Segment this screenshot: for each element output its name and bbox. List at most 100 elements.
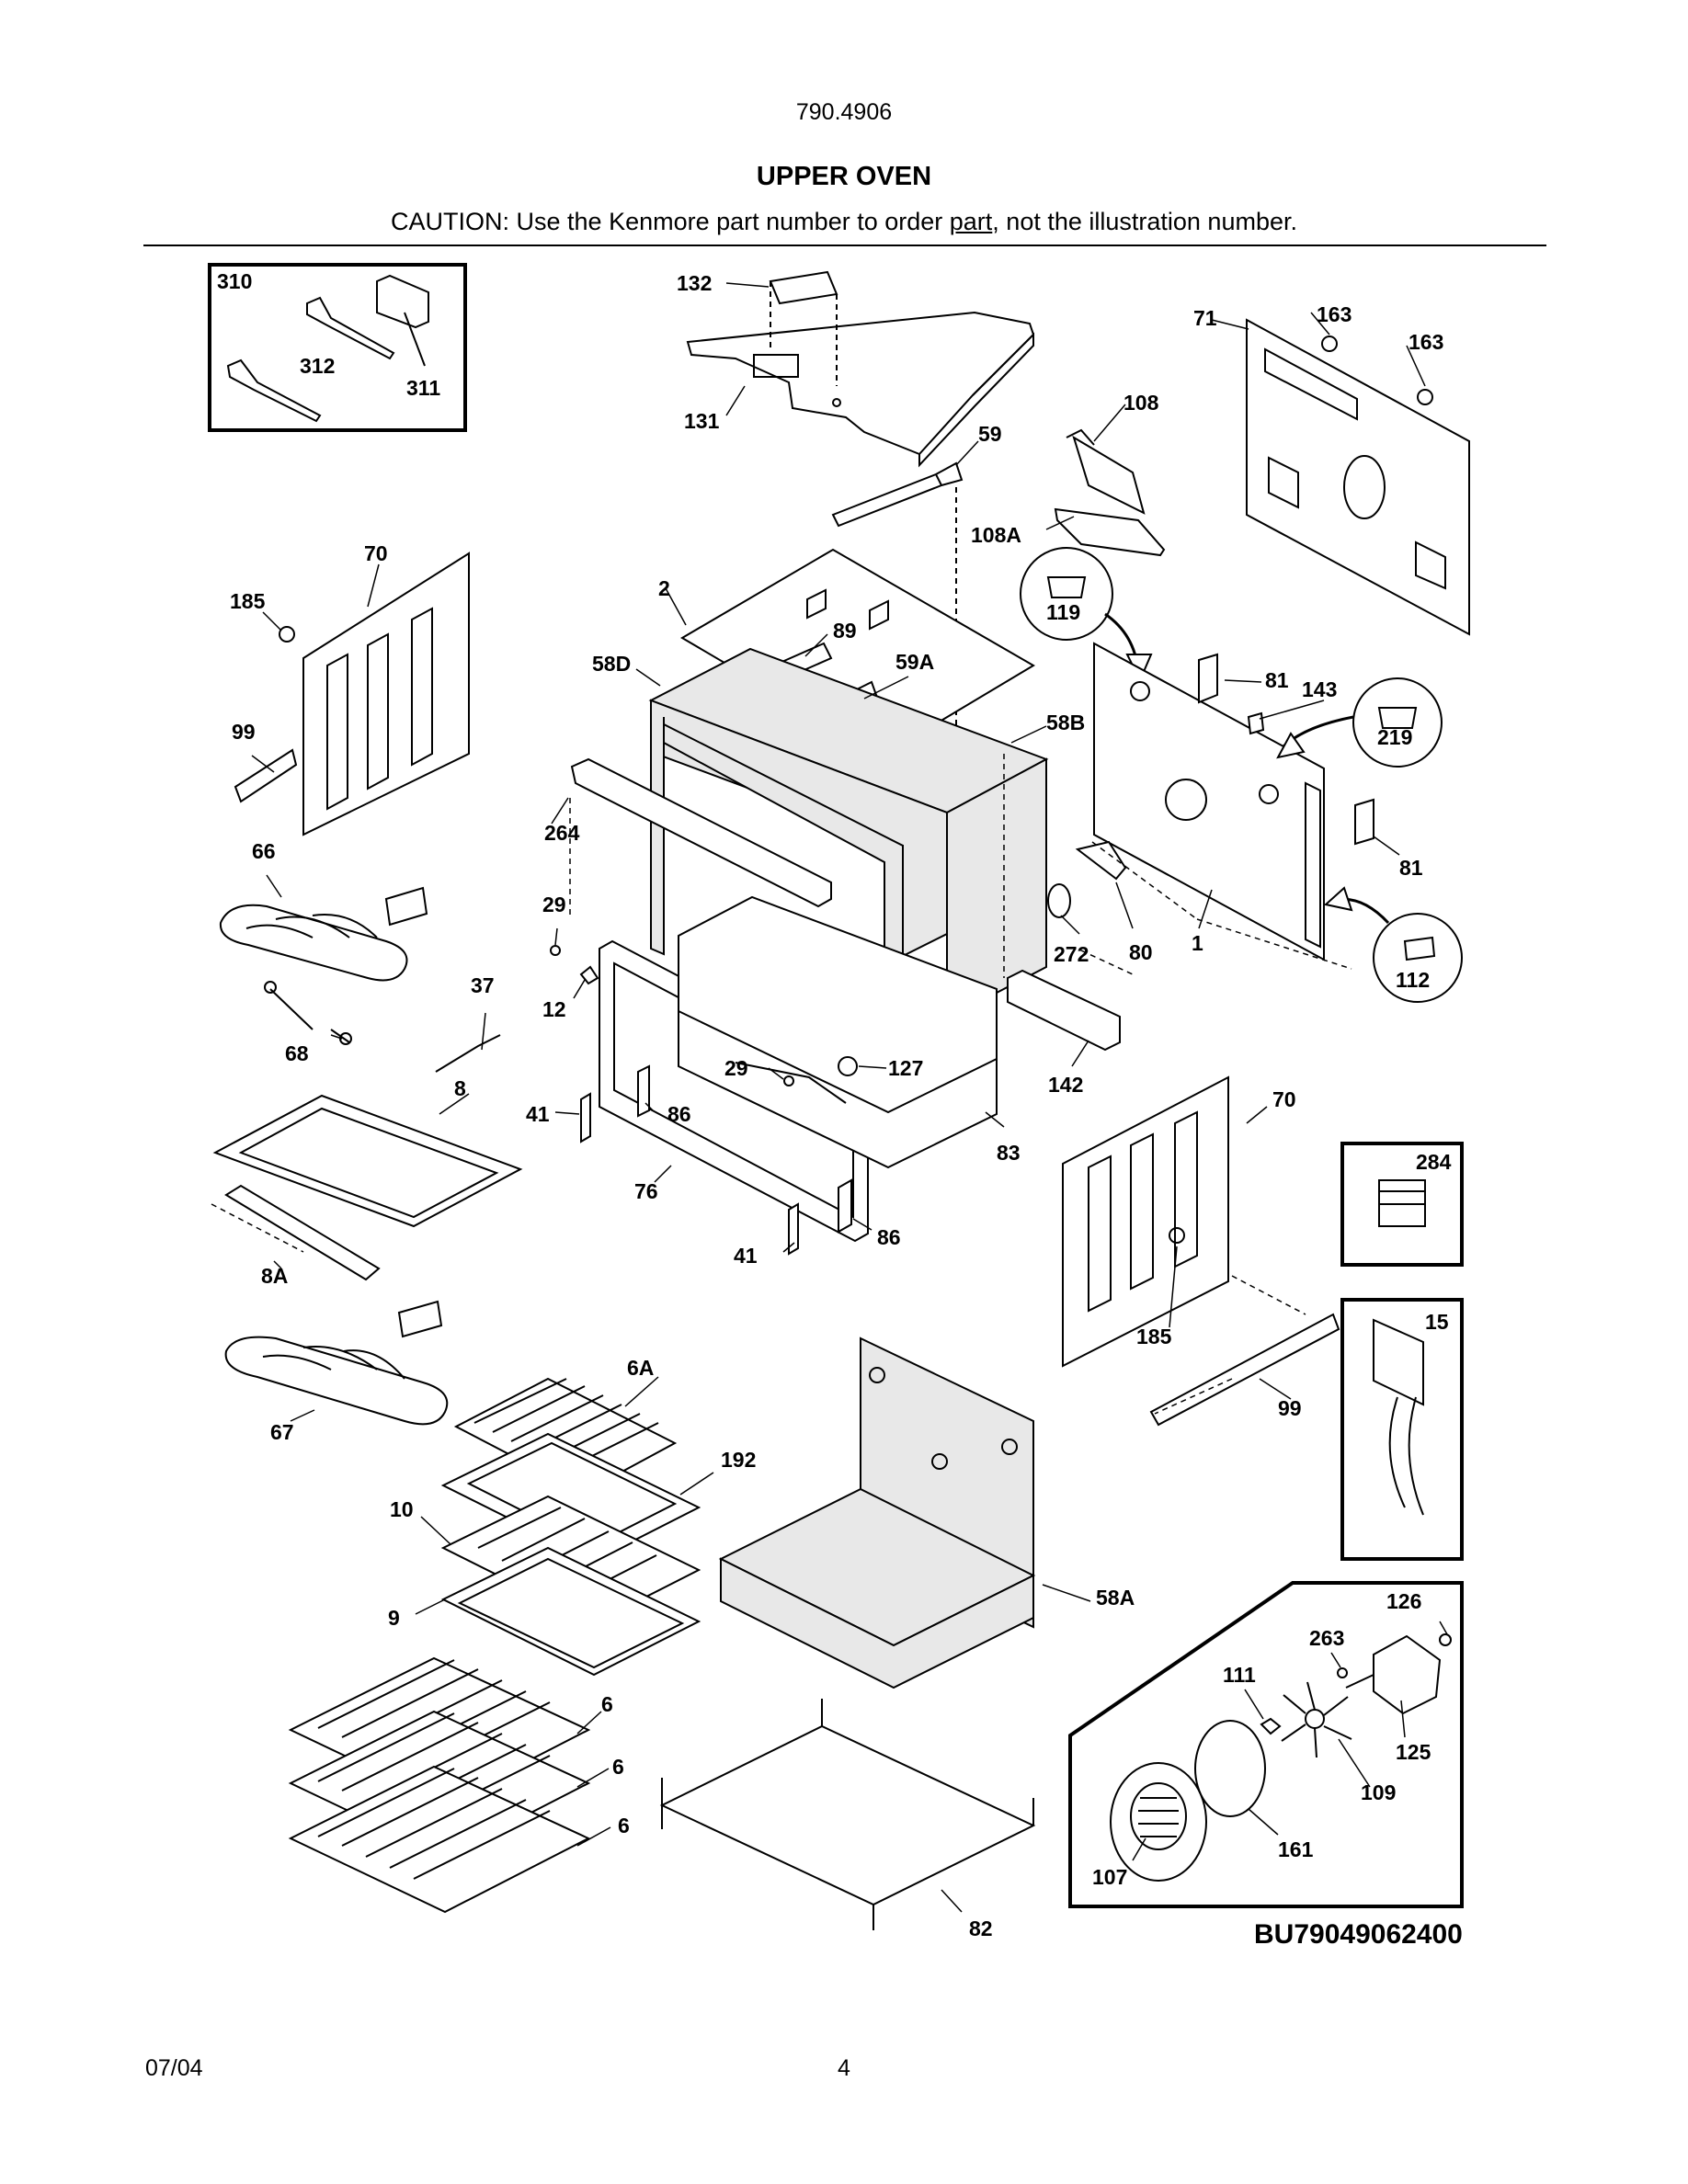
part-66-bake-element xyxy=(219,886,428,982)
part-111-nut xyxy=(1260,1717,1282,1735)
callout-29-lower: 29 xyxy=(724,1056,748,1080)
callout-68: 68 xyxy=(285,1041,309,1065)
callout-83: 83 xyxy=(997,1141,1021,1165)
callout-86-upper: 86 xyxy=(667,1102,691,1126)
part-99-rail-right xyxy=(1149,1313,1340,1427)
callout-99-right: 99 xyxy=(1278,1396,1302,1420)
part-82-bottom-pan xyxy=(659,1699,1036,1930)
callout-109: 109 xyxy=(1361,1780,1396,1804)
part-71-back-panel xyxy=(1246,318,1470,636)
caution-prefix: CAUTION: Use the Kenmore part number to … xyxy=(391,208,950,235)
part-81-clip-upper xyxy=(1198,653,1218,704)
part-108-relay xyxy=(1066,428,1146,515)
callout-311: 311 xyxy=(406,376,440,400)
part-70-side-panel-left xyxy=(302,552,470,836)
callout-80: 80 xyxy=(1129,940,1153,964)
callout-82: 82 xyxy=(969,1917,993,1940)
part-83-oven-liner xyxy=(678,895,998,1169)
callout-126: 126 xyxy=(1386,1589,1421,1613)
callout-312: 312 xyxy=(300,354,335,378)
callout-58b: 58B xyxy=(1046,711,1085,734)
part-12-screw xyxy=(579,965,599,985)
callout-37: 37 xyxy=(471,973,495,997)
inset-box-310 xyxy=(208,263,467,432)
part-312-bracket xyxy=(226,296,395,423)
part-119-callout-circle xyxy=(1020,547,1113,641)
page-title: UPPER OVEN xyxy=(756,162,932,191)
callout-143: 143 xyxy=(1302,677,1337,701)
part-86-hinge-upper xyxy=(637,1064,650,1118)
part-127-sensor xyxy=(838,1056,858,1076)
callout-119: 119 xyxy=(1046,600,1080,624)
part-41-hinge-upper xyxy=(580,1092,591,1143)
callout-125: 125 xyxy=(1396,1740,1431,1764)
part-108a-bracket xyxy=(1054,507,1166,557)
callout-15: 15 xyxy=(1425,1310,1449,1334)
callout-12: 12 xyxy=(542,997,566,1021)
part-107-fan-cover xyxy=(1110,1762,1207,1882)
callout-66: 66 xyxy=(252,839,276,863)
callout-272: 272 xyxy=(1054,942,1089,966)
drawing-code: BU79049062400 xyxy=(1254,1919,1463,1950)
inset-box-15 xyxy=(1340,1298,1464,1561)
part-125-fan-motor xyxy=(1345,1634,1442,1715)
callout-185-left: 185 xyxy=(230,589,266,613)
callout-107: 107 xyxy=(1092,1865,1127,1889)
callout-8a: 8A xyxy=(261,1264,288,1288)
part-58a-insulation xyxy=(718,1337,1036,1689)
part-185-grommet-left xyxy=(279,626,295,643)
callout-59: 59 xyxy=(978,422,1002,446)
part-37-sensor xyxy=(435,1034,501,1073)
part-112-callout-circle xyxy=(1373,913,1463,1003)
callout-71: 71 xyxy=(1193,306,1217,330)
callout-264: 264 xyxy=(544,821,580,845)
inset-box-284 xyxy=(1340,1142,1464,1267)
callout-76: 76 xyxy=(634,1179,658,1203)
callout-67: 67 xyxy=(270,1420,294,1444)
callout-70-right: 70 xyxy=(1272,1087,1296,1111)
part-99-rail-left xyxy=(234,748,298,803)
part-58d-58b-insulation xyxy=(648,647,1049,1050)
part-68-clip xyxy=(269,988,350,1043)
part-263-washer xyxy=(1337,1667,1348,1678)
part-132-plate xyxy=(769,270,838,386)
footer-page-number: 4 xyxy=(838,2055,850,2081)
part-131-top-cover xyxy=(686,311,1035,468)
callout-6-3: 6 xyxy=(618,1814,630,1837)
part-67-broil-element xyxy=(224,1300,449,1426)
part-143-clip xyxy=(1247,711,1265,735)
caution-underlined: part xyxy=(949,208,993,235)
callout-41-upper: 41 xyxy=(526,1102,550,1126)
footer-date: 07/04 xyxy=(145,2055,203,2081)
part-264-trim xyxy=(570,757,832,908)
callout-70-left: 70 xyxy=(364,541,388,565)
part-311-bracket xyxy=(376,274,429,367)
part-219-callout-circle xyxy=(1352,677,1443,768)
callout-6a: 6A xyxy=(627,1356,654,1380)
callout-29-upper: 29 xyxy=(542,893,566,916)
callout-192: 192 xyxy=(721,1448,756,1472)
callout-6-1: 6 xyxy=(601,1692,613,1716)
callout-59a: 59A xyxy=(895,650,934,674)
callout-127: 127 xyxy=(888,1056,923,1080)
callout-108a: 108A xyxy=(971,523,1021,547)
callout-219: 219 xyxy=(1377,725,1412,749)
callout-1: 1 xyxy=(1192,931,1203,955)
caution-note: CAUTION: Use the Kenmore part number to … xyxy=(0,208,1688,236)
callout-81-lower: 81 xyxy=(1399,856,1423,880)
part-109-fan-blade xyxy=(1281,1681,1352,1758)
part-41-hinge-lower xyxy=(788,1202,799,1256)
part-126-nut xyxy=(1439,1633,1452,1646)
callout-2: 2 xyxy=(658,576,670,600)
callout-58d: 58D xyxy=(592,652,631,676)
callout-163-b: 163 xyxy=(1409,330,1443,354)
part-272-bumper xyxy=(1047,883,1071,918)
callout-99-left: 99 xyxy=(232,720,256,744)
callout-89: 89 xyxy=(833,619,857,643)
callout-185-right: 185 xyxy=(1136,1325,1172,1348)
header-rule xyxy=(143,245,1546,246)
part-9-broil-pan xyxy=(440,1546,701,1677)
part-70-side-panel-right xyxy=(1062,1075,1229,1368)
part-185-grommet-right xyxy=(1169,1227,1185,1244)
